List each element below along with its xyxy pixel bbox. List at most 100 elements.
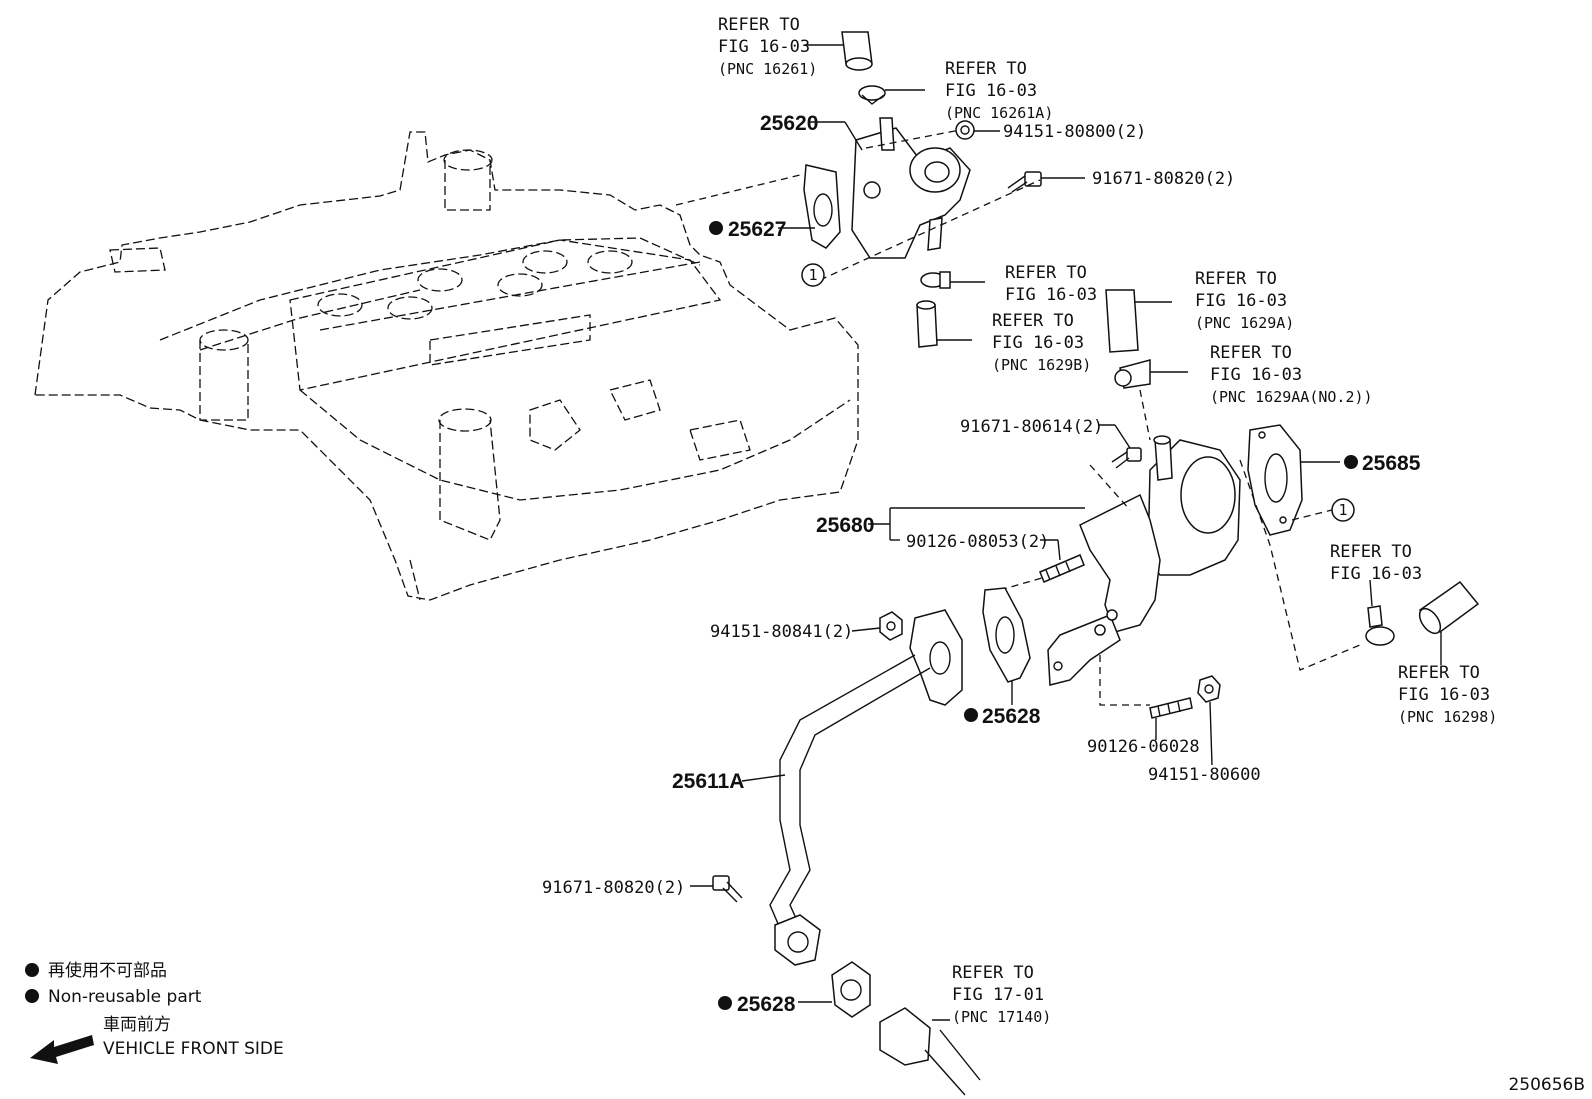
engine-phantom-outline — [34, 131, 859, 601]
svg-text:(PNC 16261A): (PNC 16261A) — [945, 104, 1053, 122]
callout-right: REFER TO FIG 16-03 — [1330, 542, 1422, 584]
svg-text:1: 1 — [808, 266, 817, 284]
clamp-16298 — [1365, 579, 1395, 646]
bolt-91671-80614 — [1098, 424, 1142, 469]
vehicle-front-arrow-icon — [30, 1035, 94, 1064]
dashed-line-8 — [1099, 655, 1150, 706]
figure-id: 250656B — [1508, 1075, 1585, 1095]
hose-1629a — [1105, 289, 1172, 353]
svg-text:(PNC 17140): (PNC 17140) — [952, 1008, 1051, 1026]
callout-pnc-1629b: REFER TO FIG 16-03 (PNC 1629B) — [992, 311, 1091, 374]
leader-25680 — [868, 507, 1085, 541]
svg-text:FIG 16-03: FIG 16-03 — [1195, 291, 1287, 311]
callout-pnc-16261: REFER TO FIG 16-03 (PNC 16261) — [718, 15, 817, 78]
legend-dot-en — [25, 989, 39, 1003]
clamp-middle — [920, 271, 985, 289]
gasket-25628-upper — [982, 587, 1031, 705]
circle-marker-1-left: 1 — [801, 263, 825, 287]
nut-94151-80600 — [1197, 675, 1221, 766]
gasket-25685 — [1247, 424, 1340, 536]
callout-pnc-1629aa: REFER TO FIG 16-03 (PNC 1629AA(NO.2)) — [1210, 343, 1373, 406]
svg-text:(PNC 16261): (PNC 16261) — [718, 60, 817, 78]
gasket-25628-lower — [798, 961, 871, 1018]
svg-text:REFER TO: REFER TO — [992, 311, 1074, 331]
stud-90126-06028 — [1149, 697, 1193, 740]
clamp-1629aa — [1114, 359, 1188, 389]
svg-text:(PNC 1629B): (PNC 1629B) — [992, 356, 1091, 374]
nonreusable-dot-25628-upper — [964, 708, 978, 722]
part-94151-80841: 94151-80841(2) — [710, 622, 853, 642]
svg-text:FIG 16-03: FIG 16-03 — [718, 37, 810, 57]
legend-nonreusable-jp: 再使用不可部品 — [48, 960, 167, 981]
stud-90126-08053 — [1039, 539, 1085, 583]
svg-text:FIG 17-01: FIG 17-01 — [952, 985, 1044, 1005]
svg-text:FIG 16-03: FIG 16-03 — [945, 81, 1037, 101]
svg-text:FIG 16-03: FIG 16-03 — [992, 333, 1084, 353]
dashed-line-7 — [999, 577, 1043, 591]
svg-text:FIG 16-03: FIG 16-03 — [1330, 564, 1422, 584]
callout-clip: REFER TO FIG 16-03 — [1005, 263, 1097, 305]
svg-text:(PNC 1629AA(NO.2)): (PNC 1629AA(NO.2)) — [1210, 388, 1373, 406]
nonreusable-dot-25628-lower — [718, 996, 732, 1010]
svg-text:REFER TO: REFER TO — [1195, 269, 1277, 289]
dashed-line-3 — [1139, 389, 1151, 441]
part-91671-80614: 91671-80614(2) — [960, 417, 1103, 437]
part-25620: 25620 — [760, 112, 818, 135]
legend-dot-jp — [25, 963, 39, 977]
hose-1629b — [916, 300, 972, 348]
svg-text:FIG 16-03: FIG 16-03 — [1398, 685, 1490, 705]
callout-pnc-16298: REFER TO FIG 16-03 (PNC 16298) — [1398, 663, 1497, 726]
part-94151-80800: 94151-80800(2) — [1003, 122, 1146, 142]
part-25628-lower: 25628 — [737, 993, 796, 1016]
dashed-line-1 — [819, 179, 1041, 281]
svg-text:REFER TO: REFER TO — [718, 15, 800, 35]
exhaust-pipe-17140 — [879, 1007, 981, 1096]
svg-text:REFER TO: REFER TO — [1330, 542, 1412, 562]
hose-16298 — [1418, 580, 1480, 665]
nut-94151-80800 — [955, 120, 1000, 140]
legend-nonreusable-en: Non-reusable part — [48, 987, 202, 1007]
nonreusable-dot-25627 — [709, 221, 723, 235]
bolt-91671-80820-top — [1007, 171, 1085, 193]
hose-top — [805, 31, 873, 71]
legend-front-en: VEHICLE FRONT SIDE — [103, 1039, 284, 1059]
part-25680: 25680 — [816, 514, 874, 537]
circle-marker-1-right: 1 — [1331, 498, 1355, 522]
svg-text:REFER TO: REFER TO — [1005, 263, 1087, 283]
clamp-top — [858, 85, 925, 105]
nut-94151-80841 — [851, 611, 903, 641]
callout-pnc-17140: REFER TO FIG 17-01 (PNC 17140) — [952, 963, 1051, 1026]
dashed-line-5 — [1291, 509, 1333, 521]
part-90126-08053: 90126-08053(2) — [906, 532, 1049, 552]
svg-text:REFER TO: REFER TO — [1398, 663, 1480, 683]
egr-cooler-25680 — [1047, 435, 1241, 686]
egr-valve-25620 — [810, 117, 971, 259]
svg-text:REFER TO: REFER TO — [1210, 343, 1292, 363]
svg-text:FIG 16-03: FIG 16-03 — [1210, 365, 1302, 385]
callout-pnc-1629a: REFER TO FIG 16-03 (PNC 1629A) — [1195, 269, 1294, 332]
egr-pipe-25611a — [741, 609, 963, 966]
gasket-25627 — [778, 164, 841, 249]
part-25628-upper: 25628 — [982, 705, 1041, 728]
part-91671-80820-bottom: 91671-80820(2) — [542, 878, 685, 898]
part-25627: 25627 — [728, 218, 786, 241]
svg-text:1: 1 — [1338, 501, 1347, 519]
svg-text:FIG 16-03: FIG 16-03 — [1005, 285, 1097, 305]
dashed-line-4 — [1089, 464, 1131, 511]
svg-text:(PNC 1629A): (PNC 1629A) — [1195, 314, 1294, 332]
nonreusable-dot-25685 — [1344, 455, 1358, 469]
part-94151-80600: 94151-80600 — [1148, 765, 1261, 785]
dashed-line-2 — [865, 129, 961, 149]
part-25611a: 25611A — [672, 770, 744, 793]
svg-text:REFER TO: REFER TO — [952, 963, 1034, 983]
svg-text:REFER TO: REFER TO — [945, 59, 1027, 79]
callout-pnc-16261a: REFER TO FIG 16-03 (PNC 16261A) — [945, 59, 1053, 122]
bolt-91671-80820-bottom — [690, 875, 743, 903]
part-25685: 25685 — [1362, 452, 1421, 475]
svg-text:(PNC 16298): (PNC 16298) — [1398, 708, 1497, 726]
legend-front-jp: 車両前方 — [103, 1015, 171, 1035]
part-91671-80820-top: 91671-80820(2) — [1092, 169, 1235, 189]
part-90126-06028: 90126-06028 — [1087, 737, 1200, 757]
legend: 再使用不可部品 Non-reusable part 車両前方 VEHICLE F… — [25, 960, 284, 1064]
